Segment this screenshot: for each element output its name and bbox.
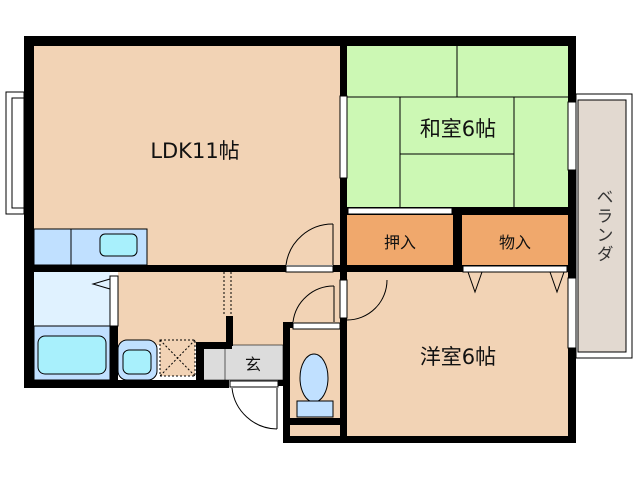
room-label-washitsu: 和室6帖 — [419, 117, 497, 141]
toilet-bowl — [299, 353, 329, 403]
youshitsu-floor — [347, 272, 570, 436]
washitsu-tatami — [347, 46, 570, 207]
room-label-ldk: LDK11帖 — [150, 139, 240, 163]
oshiire-floor — [347, 215, 453, 265]
room-label-genkan: 玄 — [244, 355, 262, 374]
bathtub — [37, 335, 107, 375]
kitchen-sink — [99, 233, 138, 257]
openings — [109, 95, 577, 388]
room-label-oshiire: 押入 — [383, 233, 417, 252]
washroom-floor — [34, 272, 110, 326]
room-label-monoire: 物入 — [498, 233, 532, 252]
door-swings — [91, 223, 565, 430]
monoire-floor — [462, 215, 568, 265]
toilet-tank — [296, 400, 334, 418]
genkan-floor — [202, 344, 284, 381]
walls — [24, 36, 576, 443]
room-label-youshitsu: 洋室6帖 — [419, 345, 497, 369]
veranda — [575, 93, 633, 359]
left-window — [5, 91, 25, 215]
room-label-veranda: ベランダ — [592, 188, 613, 264]
